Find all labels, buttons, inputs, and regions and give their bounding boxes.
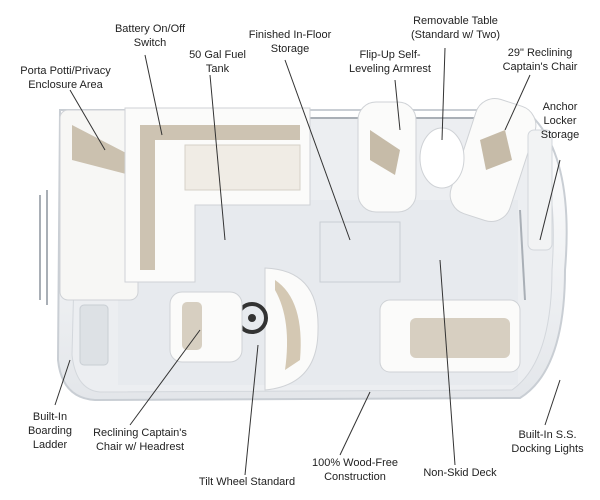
helm-captains-chair — [169, 291, 243, 363]
label-battery-switch: Battery On/Off Switch — [114, 23, 186, 49]
label-captains-chair-headrest: Reclining Captain's Chair w/ Headrest — [93, 427, 187, 453]
anchor-locker — [527, 129, 553, 251]
boarding-ladder — [79, 304, 109, 366]
label-anchor-locker: Anchor Locker Storage — [540, 101, 580, 141]
label-reclining-captains-chair: 29" Reclining Captain's Chair — [502, 47, 578, 73]
label-boarding-ladder: Built-In Boarding Ladder — [27, 411, 73, 451]
front-captains-chair-left — [357, 101, 417, 213]
label-tilt-wheel: Tilt Wheel Standard — [198, 476, 296, 488]
label-flip-up-armrest: Flip-Up Self- Leveling Armrest — [349, 49, 431, 75]
callout-leader-lines — [54, 47, 561, 476]
in-floor-storage-hatch — [319, 221, 401, 283]
label-wood-free: 100% Wood-Free Construction — [311, 457, 398, 483]
label-finished-storage: Finished In-Floor Storage — [248, 29, 332, 55]
label-removable-table: Removable Table (Standard w/ Two) — [410, 15, 501, 41]
label-non-skid: Non-Skid Deck — [423, 467, 497, 479]
front-captains-chair-right — [449, 98, 537, 222]
rear-lounge — [379, 299, 521, 373]
helm-console — [264, 267, 319, 391]
porta-potti-enclosure — [59, 109, 139, 301]
label-porta-potti: Porta Potti/Privacy Enclosure Area — [20, 65, 111, 91]
left-lounge-seating — [124, 107, 311, 283]
label-docking-lights: Built-In S.S. Docking Lights — [511, 429, 584, 455]
label-fuel-tank: 50 Gal Fuel Tank — [189, 49, 246, 75]
